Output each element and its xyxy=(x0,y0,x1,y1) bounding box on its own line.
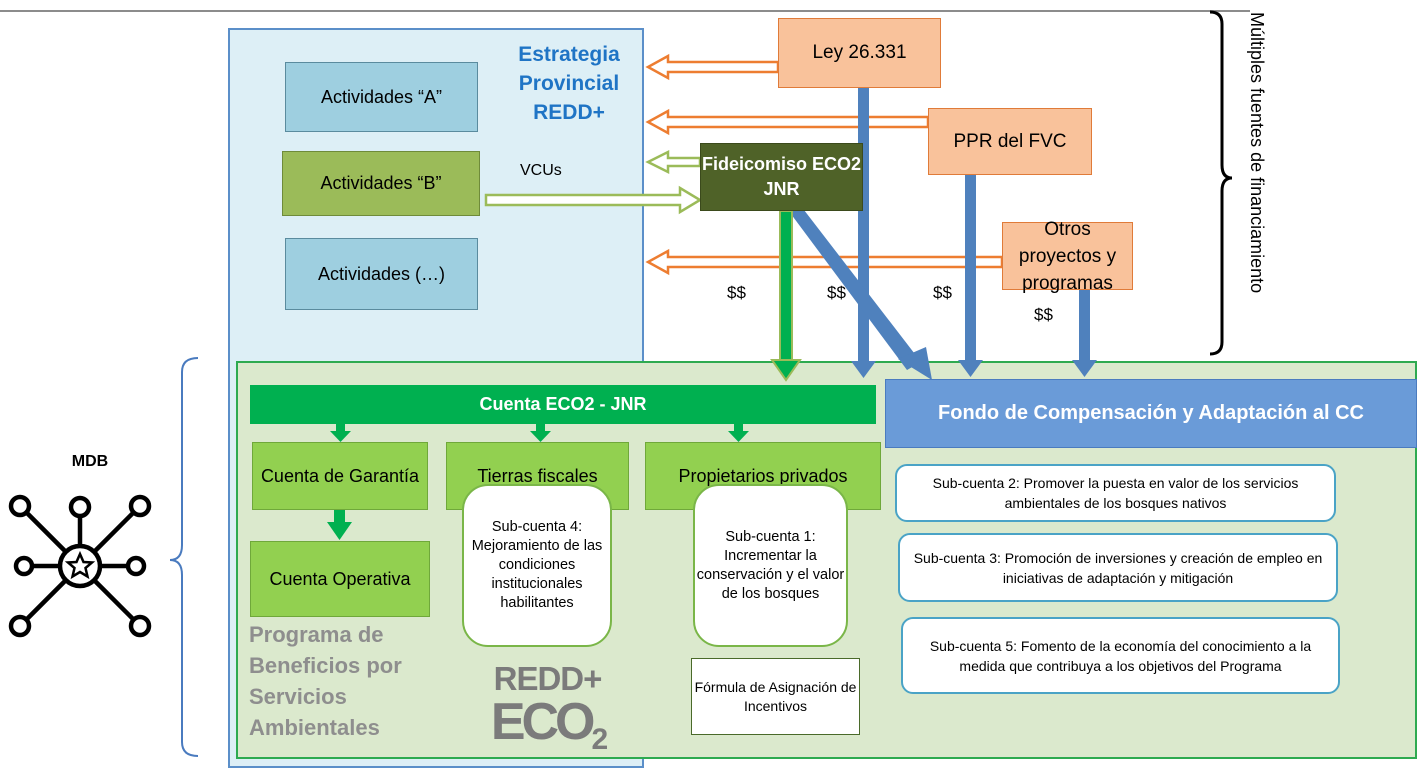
cuenta-operativa-box: Cuenta Operativa xyxy=(250,541,430,617)
ley-to-strategy-arrow xyxy=(645,53,780,81)
mdb-brace xyxy=(169,357,199,757)
logo-eco-text: ECO xyxy=(490,693,596,751)
sources-brace xyxy=(1209,10,1233,356)
ley-funding-stem xyxy=(858,88,869,363)
cuenta-to-propietarios-stem xyxy=(734,424,743,432)
otros-proyectos-box: Otros proyectos y programas xyxy=(1002,219,1133,294)
cuenta-to-garantia-stem xyxy=(336,424,345,432)
activity-other-box: Actividades (…) xyxy=(285,238,478,310)
cuenta-garantia-box: Cuenta de Garantía xyxy=(252,442,428,510)
ppr-to-strategy-arrow xyxy=(645,108,930,136)
top-divider xyxy=(0,10,1250,12)
logo-line-1: REDD+ xyxy=(493,660,603,697)
network-star-icon xyxy=(8,494,152,638)
cuenta-to-tierras-stem xyxy=(536,424,545,432)
logo-line-2: ECO2 xyxy=(480,696,615,766)
vcus-label: VCUs xyxy=(520,162,562,179)
subcuenta-4-box: Sub-cuenta 4: Mejoramiento de las condic… xyxy=(462,484,612,647)
fideicomiso-box: Fideicomiso ECO2 JNR xyxy=(700,143,863,211)
activity-b-to-fideicomiso-arrow xyxy=(484,185,703,215)
redd-eco2-logo: REDD+ ECO2 xyxy=(480,660,615,757)
ppr-fvc-box: PPR del FVC xyxy=(928,108,1092,175)
subcuenta-2-box: Sub-cuenta 2: Promover la puesta en valo… xyxy=(895,464,1336,522)
otros-funding-stem xyxy=(1079,290,1090,362)
fideicomiso-to-fondo-head xyxy=(898,347,932,380)
subcuenta-1-box: Sub-cuenta 1: Incrementar la conservació… xyxy=(693,484,848,647)
money-label-fideicomiso: $$ xyxy=(727,283,746,302)
program-title: Programa de Beneficios por Servicios Amb… xyxy=(249,622,402,740)
activity-a-box: Actividades “A” xyxy=(285,62,478,132)
cuenta-to-tierras-head xyxy=(530,431,551,442)
money-label-otros: $$ xyxy=(1034,305,1053,324)
fondo-compensacion-box: Fondo de Compensación y Adaptación al CC xyxy=(885,379,1417,448)
cuenta-to-garantia-head xyxy=(330,431,351,442)
ppr-funding-stem xyxy=(965,175,976,362)
activity-b-box: Actividades “B” xyxy=(282,151,480,216)
garantia-to-operativa-stem xyxy=(334,510,345,524)
fideicomiso-to-cuenta-stem xyxy=(779,210,793,363)
money-label-ppr: $$ xyxy=(933,283,952,302)
garantia-to-operativa-head xyxy=(327,522,352,540)
otros-funding-head xyxy=(1072,360,1097,377)
money-label-ley: $$ xyxy=(827,283,846,302)
sources-label: Múltiples fuentes de financiamiento xyxy=(1246,12,1276,344)
fideicomiso-to-cuenta-head xyxy=(770,359,802,382)
subcuenta-3-box: Sub-cuenta 3: Promoción de inversiones y… xyxy=(898,533,1338,602)
strategy-title: Estrategia Provincial REDD+ xyxy=(518,43,620,124)
ppr-funding-head xyxy=(958,360,983,377)
otros-to-strategy-arrow xyxy=(645,248,1004,276)
subcuenta-5-box: Sub-cuenta 5: Fomento de la economía del… xyxy=(901,617,1340,694)
formula-asignacion-box: Fórmula de Asignación de Incentivos xyxy=(691,658,860,735)
sources-label-text: Múltiples fuentes de financiamiento xyxy=(1247,12,1267,294)
ley-26331-box: Ley 26.331 xyxy=(778,18,941,88)
logo-subscript: 2 xyxy=(591,723,609,756)
mdb-label: MDB xyxy=(71,453,109,470)
ley-funding-head xyxy=(851,361,876,378)
fideicomiso-to-strategy-arrow xyxy=(645,149,702,175)
cuenta-to-propietarios-head xyxy=(728,431,749,442)
fideicomiso-to-fondo-stem xyxy=(788,210,921,370)
cuenta-eco2-jnr-bar: Cuenta ECO2 - JNR xyxy=(250,385,876,424)
